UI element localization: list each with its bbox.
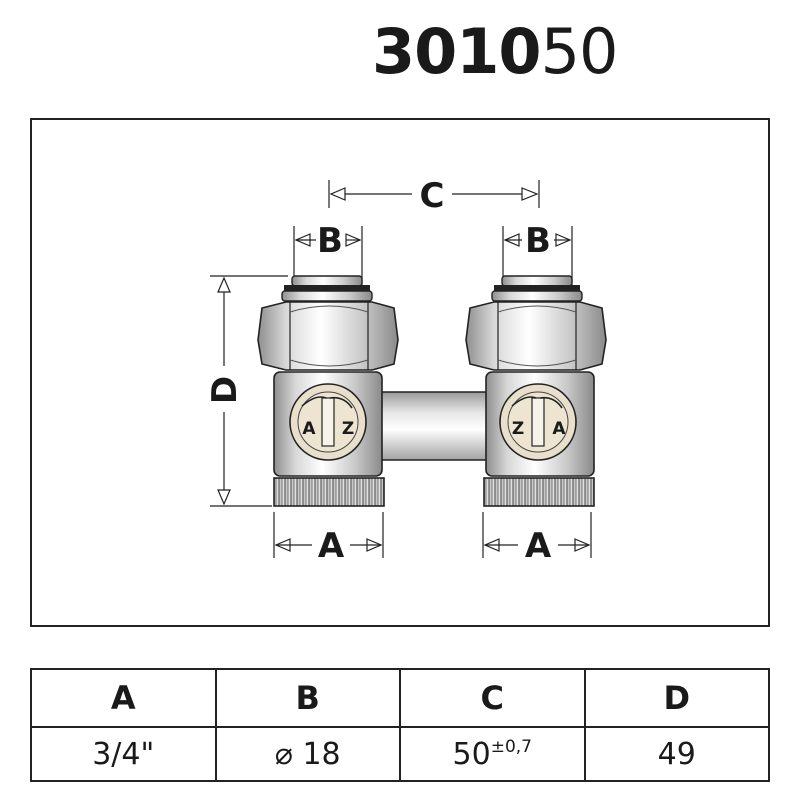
value-c: 50±0,7: [399, 726, 586, 782]
label-b-left: B: [317, 221, 343, 261]
value-c-tolerance: ±0,7: [490, 736, 532, 757]
header-b: B: [214, 668, 401, 728]
right-badge-second: A: [552, 419, 566, 439]
right-badge-first: Z: [512, 419, 524, 439]
dimension-c: C: [328, 176, 540, 216]
right-valve: Z A: [465, 275, 607, 507]
value-c-main: 50: [452, 736, 491, 772]
label-d: D: [205, 376, 245, 404]
dimension-table: A B C D 3/4" ⌀ 18 50±0,7 49: [30, 668, 770, 782]
product-code-light: 50: [540, 15, 619, 88]
left-valve: A Z: [257, 275, 399, 507]
label-a-right: A: [525, 526, 552, 566]
value-a: 3/4": [30, 726, 217, 782]
valve-bridge: [369, 391, 499, 461]
value-d: 49: [583, 726, 770, 782]
header-d: D: [583, 668, 770, 728]
table-header-row: A B C D: [30, 668, 770, 728]
label-b-right: B: [525, 221, 551, 261]
dimension-a-left: A: [273, 512, 384, 566]
dimension-a-right: A: [482, 512, 592, 566]
header-c: C: [399, 668, 586, 728]
drawing-frame: [30, 118, 770, 627]
dimension-d: D: [205, 275, 288, 507]
label-a-left: A: [318, 526, 345, 566]
product-code-bold: 3010: [372, 15, 542, 88]
left-badge-first: A: [302, 419, 316, 439]
table-row: 3/4" ⌀ 18 50±0,7 49: [30, 726, 770, 782]
header-a: A: [30, 668, 217, 728]
dimension-b-left: B: [293, 221, 363, 290]
left-badge-second: Z: [342, 419, 354, 439]
value-b: ⌀ 18: [214, 726, 401, 782]
label-c: C: [420, 176, 445, 216]
product-code: 301050: [372, 14, 619, 90]
